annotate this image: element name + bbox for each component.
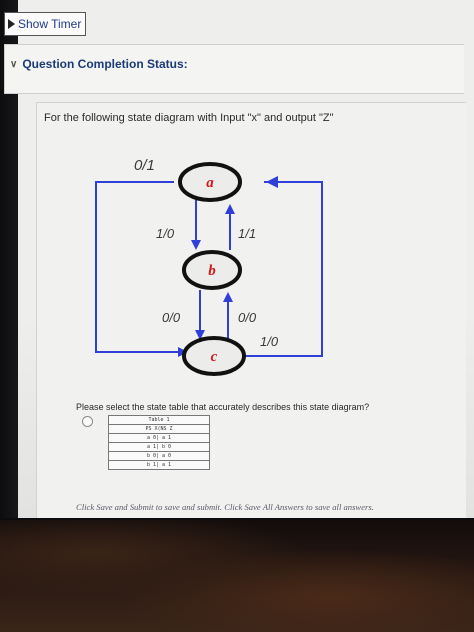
transition-labels: 0/1 1/0 1/1 0/0 0/0 1/0 [134,157,279,349]
state-c-letter: c [211,349,218,365]
table-row: a 1| b 0 [108,442,210,452]
arrowhead-into-a-right [266,176,278,188]
table-cell: a 1| b 0 [108,442,210,452]
state-table-option: Table 1 PS X(NS Z a 0| a 1 a 1| b 0 b 0|… [108,415,210,470]
arrowhead-into-b-left [191,240,201,250]
table-cell: b 0| a 0 [108,451,210,461]
table-row: PS X(NS Z [108,424,210,434]
label-0-1: 0/1 [134,157,155,174]
state-a [178,162,242,202]
question-completion-status-toggle[interactable]: ∨ Question Completion Status: [10,57,188,71]
table-row: Table 1 [108,415,210,425]
table-row: b 1| a 1 [108,460,210,470]
arrowhead-into-c-top [195,330,205,340]
table-cell: b 1| a 1 [108,460,210,470]
chevron-down-icon: ∨ [10,58,18,70]
monitor-bezel-left [0,0,22,520]
state-b [182,250,242,290]
table-row: a 0| a 1 [108,433,210,443]
question-completion-status-panel [4,44,464,94]
question-box [36,102,466,522]
state-c [182,336,246,376]
table-cell: a 0| a 1 [108,433,210,443]
diagram-states [178,162,246,376]
state-a-letter: a [206,175,214,191]
edge-a-to-c-outer [95,181,184,353]
label-0-0-b-c: 0/0 [162,310,181,325]
desk-surface [0,520,474,632]
label-1-1: 1/1 [238,226,256,241]
save-instructions: Click Save and Submit to save and submit… [76,502,374,512]
table-cell: PS X(NS Z [108,424,210,434]
arrowhead-into-a-bottom [225,204,235,214]
answer-option-radio[interactable] [82,416,93,427]
edge-c-to-a-outer [224,181,323,357]
label-1-0-a-b: 1/0 [156,226,175,241]
show-timer-button[interactable]: Show Timer [4,12,87,36]
arrowhead-into-b-bottom [223,292,233,302]
state-diagram: a b c 0/1 1/0 1/1 0/0 0/0 1/0 [95,157,323,376]
label-1-0-c-a: 1/0 [260,334,279,349]
answer-prompt: Please select the state table that accur… [76,402,370,412]
state-b-letter: b [208,263,216,279]
state-letters: a b c [206,175,217,365]
show-timer-label: Show Timer [18,17,82,31]
question-completion-status-title: Question Completion Status: [22,57,188,71]
play-icon [8,19,15,29]
label-0-0-c-b: 0/0 [238,310,257,325]
table-cell: Table 1 [108,415,210,425]
table-row: b 0| a 0 [108,451,210,461]
question-text: For the following state diagram with Inp… [44,112,334,124]
